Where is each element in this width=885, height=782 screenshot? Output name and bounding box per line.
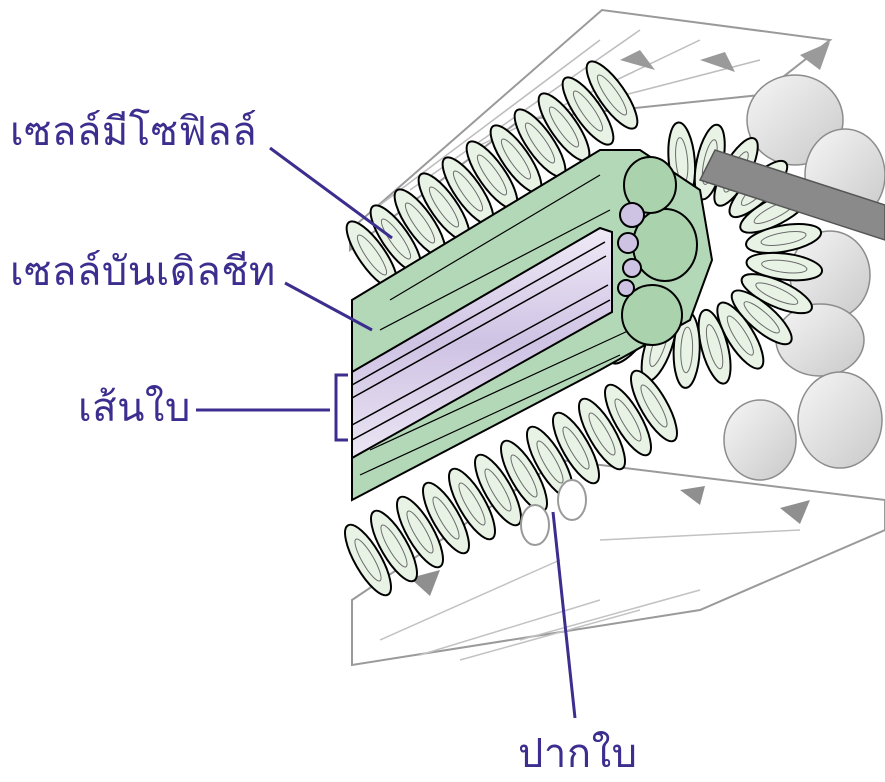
bundle-sheath-cell-label: เซลล์บันเดิลชีท [10,252,276,292]
vein-label: เส้นใบ [78,388,191,428]
stoma-label: ปากใบ [518,734,638,774]
vein-bracket [336,375,348,440]
mesophyll-cell-label: เซลล์มีโซฟิลล์ [10,112,257,152]
mesophyll-leader-line [270,148,392,238]
